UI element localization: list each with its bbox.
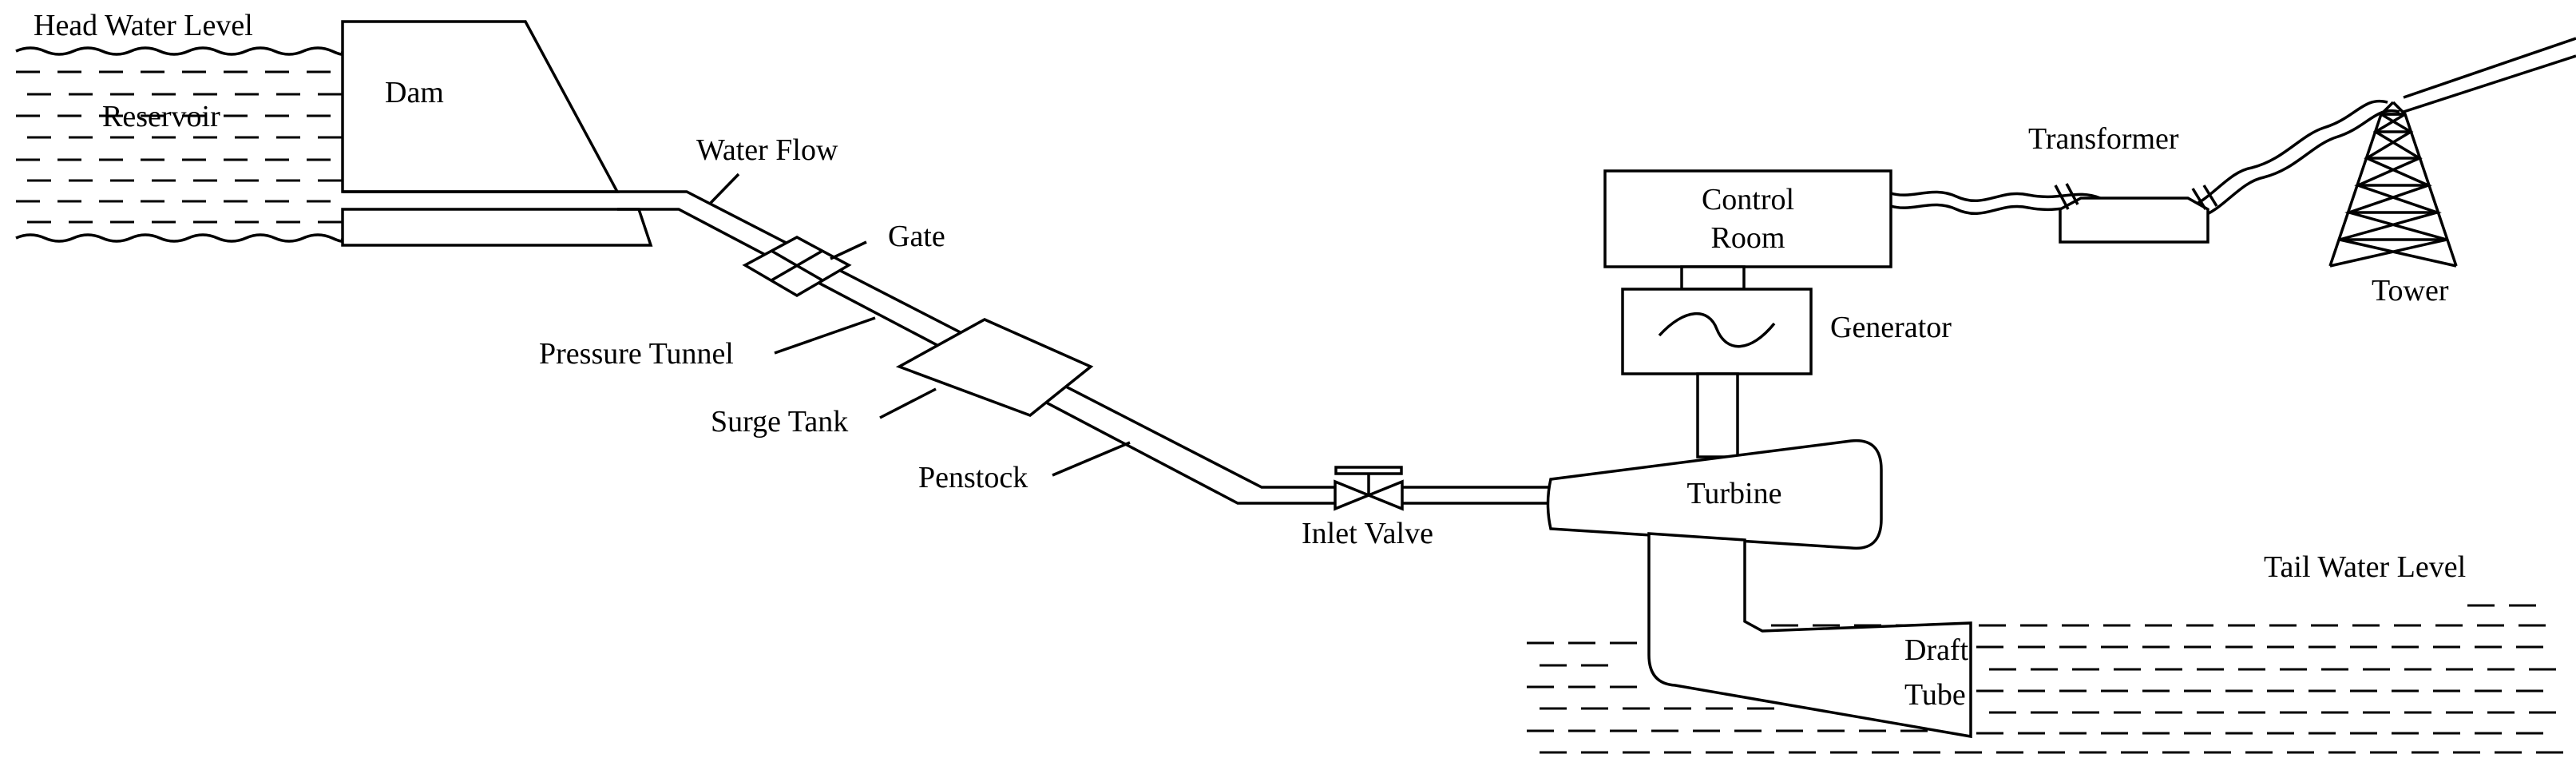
pressure-tunnel-leader xyxy=(774,316,876,355)
draft-tube-label-line2: Tube xyxy=(1904,678,1966,712)
tower-label: Tower xyxy=(2372,274,2449,308)
inlet-valve xyxy=(1334,466,1404,511)
dam xyxy=(341,20,620,193)
dam-base xyxy=(341,208,653,247)
head-water-surface xyxy=(15,46,345,56)
control-room-label-line2: Room xyxy=(1711,221,1785,255)
transformer-label: Transformer xyxy=(2028,122,2179,156)
turbine-shaft xyxy=(1696,372,1739,458)
control-generator-coupling xyxy=(1680,265,1746,291)
dam-label: Dam xyxy=(385,76,444,109)
pressure-tunnel-label: Pressure Tunnel xyxy=(539,337,734,371)
gate xyxy=(742,236,852,298)
tail-water-level-label: Tail Water Level xyxy=(2264,550,2466,584)
ac-wave-symbol xyxy=(1658,312,1776,348)
penstock-label: Penstock xyxy=(918,461,1028,494)
reservoir xyxy=(15,46,345,243)
reservoir-water-dashes xyxy=(16,70,342,224)
gate-label: Gate xyxy=(888,220,945,253)
head-water-level-label: Head Water Level xyxy=(34,9,253,42)
transformer xyxy=(2054,183,2218,244)
draft-tube-label-line1: Draft xyxy=(1904,633,1969,667)
inlet-valve-label: Inlet Valve xyxy=(1302,517,1433,550)
generator-label: Generator xyxy=(1830,311,1952,344)
turbine-label: Turbine xyxy=(1687,477,1782,510)
control-room xyxy=(1603,169,1892,268)
reservoir-bottom xyxy=(15,233,345,243)
draft-tube xyxy=(1647,532,1972,739)
reservoir-label: Reservoir xyxy=(102,100,220,133)
gate-leader xyxy=(830,240,867,260)
tail-water-dashes xyxy=(1527,604,2563,754)
transmission-cables xyxy=(1890,37,2576,219)
control-room-label-line1: Control xyxy=(1702,183,1794,216)
water-flow-label: Water Flow xyxy=(696,133,838,167)
surge-tank-leader xyxy=(879,387,937,419)
penstock-leader xyxy=(1052,441,1131,477)
surge-tank xyxy=(895,318,1094,417)
surge-tank-label: Surge Tank xyxy=(711,405,848,439)
water-flow-leader xyxy=(709,173,740,204)
turbine xyxy=(1546,439,1883,550)
transmission-tower xyxy=(2328,101,2458,268)
